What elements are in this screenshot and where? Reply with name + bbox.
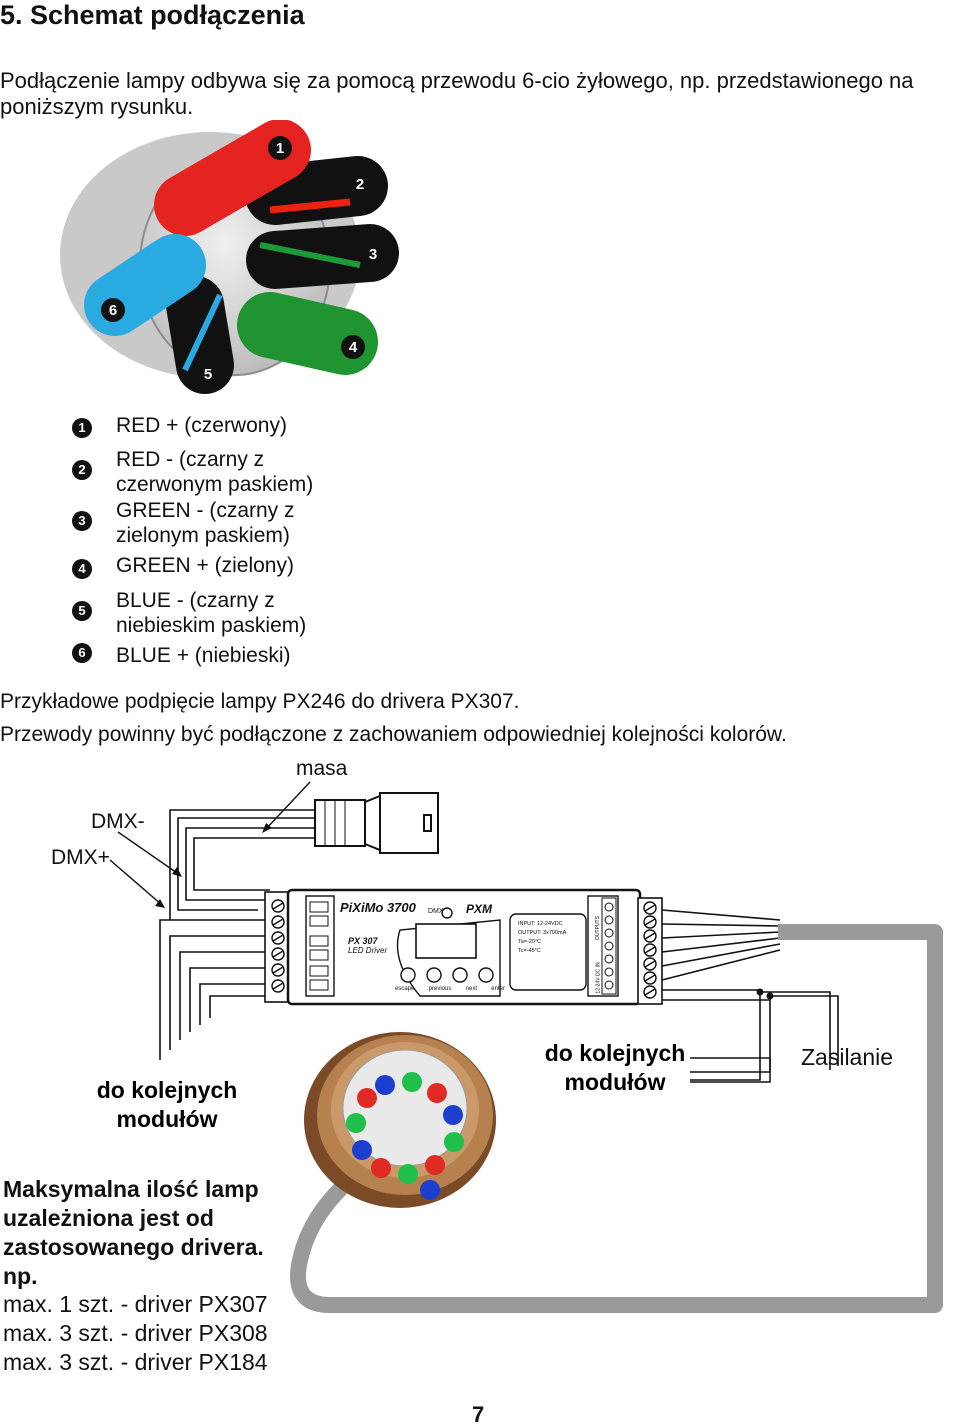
max-note-line: max. 1 szt. - driver PX307: [3, 1291, 268, 1317]
svg-text:4: 4: [349, 339, 358, 356]
label-next-modules-left: do kolejnych modułów: [96, 1077, 238, 1132]
svg-text:5: 5: [204, 366, 212, 383]
intro-paragraph: Podłączenie lampy odbywa się za pomocą p…: [0, 68, 914, 119]
driver-model: PX 307: [348, 936, 378, 946]
driver-power-label: 12-24V DC IN: [595, 962, 602, 994]
label-dmx-plus: DMX+: [51, 846, 110, 869]
wiring-diagram: [109, 781, 943, 1313]
driver-subtitle: LED Driver: [348, 946, 388, 955]
escape-label: escape: [395, 986, 415, 992]
driver-dmx-label: DMX: [428, 908, 444, 915]
legend-item: GREEN - (czarny z zielonym paskiem): [116, 499, 295, 547]
wire-number-3: [361, 242, 385, 266]
wire-1: [154, 120, 311, 236]
legend-item: BLUE - (czarny z niebieskim paskiem): [116, 589, 307, 637]
max-note-heading: Maksymalna ilość lamp uzależniona jest o…: [3, 1176, 264, 1289]
svg-text:6: 6: [109, 302, 117, 319]
driver-specs: INPUT: 12-24VDC OUTPUT: 3x700mA Ta=-20°C…: [518, 921, 567, 954]
wire-5: [166, 276, 234, 394]
page-number: 7: [472, 1402, 485, 1427]
wire-number-6: [101, 298, 125, 322]
legend-badge: 3: [72, 511, 92, 531]
label-masa: masa: [296, 757, 348, 780]
wire-number-1: [268, 136, 292, 160]
lamp-px246: [304, 1032, 496, 1208]
legend-item: RED + (czerwony): [116, 414, 287, 437]
driver-escape-button: [400, 967, 416, 983]
previous-label: previous: [428, 986, 452, 992]
driver-outputs-label: OUTPUTS: [594, 916, 601, 940]
label-power: Zasilanie: [801, 1044, 894, 1070]
driver-logo: PXM: [466, 902, 493, 916]
max-note-line: max. 3 szt. - driver PX184: [3, 1349, 268, 1375]
order-note: Przewody powinny być podłączone z zachow…: [0, 723, 787, 746]
legend-badge: 2: [72, 460, 92, 480]
legend-badge: 1: [72, 418, 92, 438]
driver-button-labels: escape previous next enter: [395, 986, 505, 992]
next-label: next: [465, 986, 477, 992]
svg-text:3: 3: [369, 246, 377, 263]
max-note-line: max. 3 szt. - driver PX308: [3, 1320, 268, 1346]
lamp-cable: [290, 924, 943, 1313]
legend-item: RED - (czarny z czerwonym paskiem): [116, 448, 314, 496]
svg-text:2: 2: [356, 176, 364, 193]
legend-item: BLUE + (niebieski): [116, 644, 291, 667]
section-title: 5. Schemat podłączenia: [0, 0, 305, 30]
dmx-connector: [314, 792, 439, 854]
wire-6: [84, 234, 206, 336]
cable-illustration: 1 2 3 4 5 6: [60, 120, 399, 394]
wire-3: [246, 224, 399, 289]
wire-4: [237, 292, 378, 375]
wire-2: [245, 156, 388, 225]
max-note-lines: max. 1 szt. - driver PX307 max. 3 szt. -…: [3, 1290, 268, 1377]
label-next-modules-right: do kolejnych modułów: [544, 1040, 686, 1095]
wire-number-5: [196, 362, 220, 386]
svg-text:1: 1: [276, 140, 284, 157]
example-caption: Przykładowe podpięcie lampy PX246 do dri…: [0, 690, 520, 713]
legend-badge: 6: [72, 643, 92, 663]
label-dmx-minus: DMX-: [91, 810, 145, 833]
enter-label: enter: [491, 986, 505, 992]
legend-badge: 5: [72, 601, 92, 621]
legend-badge: 4: [72, 559, 92, 579]
driver-brand: PiXiMo 3700: [340, 900, 416, 915]
legend-item: GREEN + (zielony): [116, 554, 294, 577]
wire-number-2: [348, 172, 372, 196]
driver-px307: [286, 888, 642, 1006]
wire-number-4: [341, 335, 365, 359]
driver-right-terminals: [637, 897, 663, 1005]
